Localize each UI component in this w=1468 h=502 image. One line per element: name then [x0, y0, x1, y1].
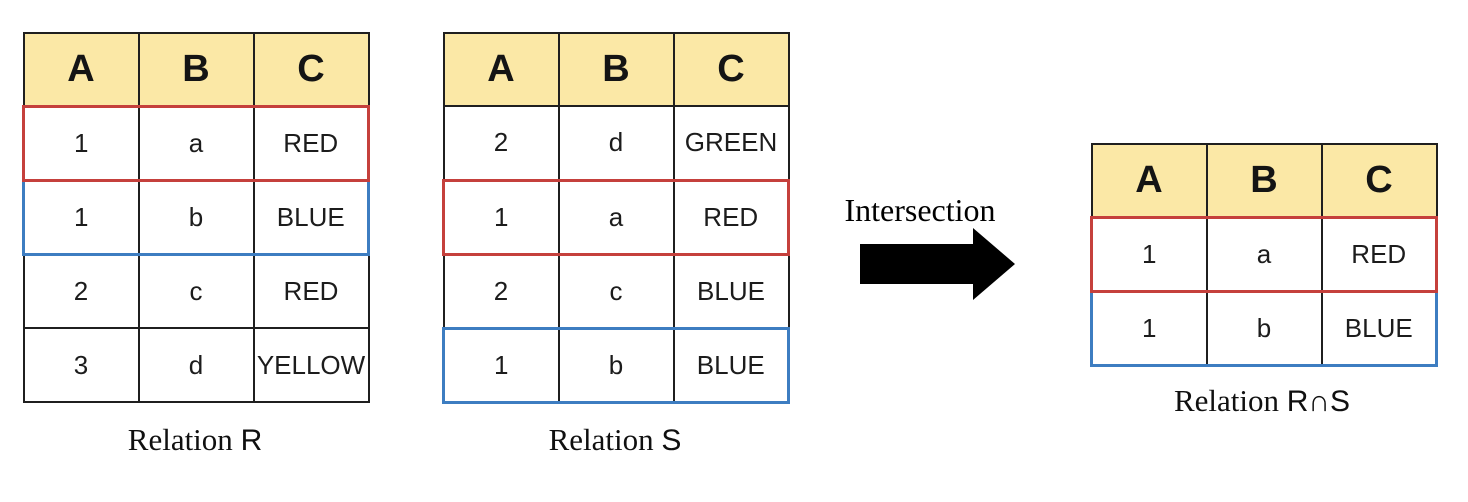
- table-row: 2 c RED: [22, 253, 370, 329]
- column-header-c: C: [672, 32, 790, 107]
- table-cell: BLUE: [1320, 290, 1438, 366]
- table-cell: BLUE: [252, 179, 370, 255]
- table-cell: d: [137, 327, 255, 403]
- table-cell: BLUE: [672, 327, 790, 403]
- table-cell: 1: [22, 179, 140, 255]
- header-row: A B C: [442, 32, 790, 107]
- column-header-a: A: [442, 32, 560, 107]
- table-cell: 3: [22, 327, 140, 403]
- table-cell: c: [137, 253, 255, 329]
- table-cell: a: [557, 179, 675, 255]
- table-cell: 1: [1090, 290, 1208, 366]
- table-row-highlight-blue: 1 b BLUE: [22, 179, 370, 255]
- table-cell: 2: [442, 105, 560, 181]
- column-header-b: B: [1205, 143, 1323, 218]
- table-cell: GREEN: [672, 105, 790, 181]
- right-arrow-icon: [860, 228, 1015, 300]
- table-cell: b: [137, 179, 255, 255]
- relation-name: R: [240, 424, 263, 457]
- column-header-b: B: [557, 32, 675, 107]
- table-row: 3 d YELLOW: [22, 327, 370, 403]
- column-header-a: A: [1090, 143, 1208, 218]
- table-cell: RED: [672, 179, 790, 255]
- relation-name: R∩S: [1286, 385, 1351, 418]
- table-cell: b: [1205, 290, 1323, 366]
- relation-r-table: A B C 1 a RED 1 b BLUE 2 c RED 3 d YELLO…: [22, 32, 370, 403]
- intersection-operation-label: Intersection: [844, 192, 996, 228]
- caption-prefix: Relation: [1173, 383, 1280, 418]
- relation-s-caption: Relation S: [442, 422, 788, 458]
- table-row-highlight-blue: 1 b BLUE: [1090, 290, 1438, 366]
- column-header-c: C: [1320, 143, 1438, 218]
- table-cell: 1: [1090, 216, 1208, 292]
- table-cell: RED: [1320, 216, 1438, 292]
- table-cell: b: [557, 327, 675, 403]
- relation-r-caption: Relation R: [22, 422, 368, 458]
- table-cell: BLUE: [672, 253, 790, 329]
- relation-result-caption: Relation R∩S: [1089, 383, 1435, 419]
- table-cell: RED: [252, 105, 370, 181]
- relation-result-table: A B C 1 a RED 1 b BLUE: [1090, 143, 1438, 367]
- table-row-highlight-red: 1 a RED: [442, 179, 790, 255]
- table-cell: d: [557, 105, 675, 181]
- table-cell: 1: [442, 327, 560, 403]
- table-cell: a: [137, 105, 255, 181]
- table-cell: 1: [442, 179, 560, 255]
- column-header-c: C: [252, 32, 370, 107]
- table-cell: a: [1205, 216, 1323, 292]
- table-row-highlight-red: 1 a RED: [1090, 216, 1438, 292]
- table-cell: c: [557, 253, 675, 329]
- table-row: 2 c BLUE: [442, 253, 790, 329]
- table-cell: 2: [22, 253, 140, 329]
- table-cell: 2: [442, 253, 560, 329]
- caption-prefix: Relation: [127, 422, 233, 457]
- relation-name: S: [661, 424, 682, 457]
- relation-s-table: A B C 2 d GREEN 1 a RED 2 c BLUE 1 b BLU…: [442, 32, 790, 404]
- table-row-highlight-blue: 1 b BLUE: [442, 327, 790, 403]
- table-cell: YELLOW: [252, 327, 370, 403]
- caption-prefix: Relation: [548, 422, 654, 457]
- table-cell: RED: [252, 253, 370, 329]
- header-row: A B C: [1090, 143, 1438, 218]
- table-cell: 1: [22, 105, 140, 181]
- table-row: 2 d GREEN: [442, 105, 790, 181]
- header-row: A B C: [22, 32, 370, 107]
- column-header-b: B: [137, 32, 255, 107]
- table-row-highlight-red: 1 a RED: [22, 105, 370, 181]
- column-header-a: A: [22, 32, 140, 107]
